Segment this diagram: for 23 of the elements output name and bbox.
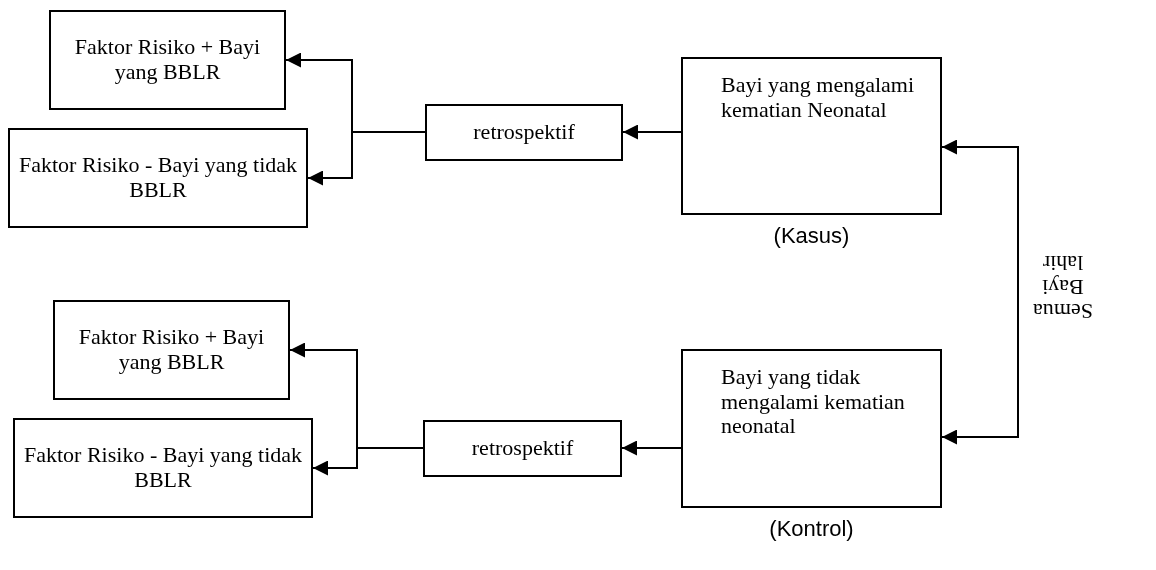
- arrow: [307, 131, 426, 186]
- box-caption: (Kasus): [773, 223, 850, 249]
- process-box: [423, 420, 622, 477]
- process-box: [49, 10, 286, 110]
- process-box: [681, 349, 942, 508]
- box-text: Bayi yang mengalami kematian Neonatal: [721, 73, 916, 123]
- arrow: [312, 447, 424, 476]
- arrow: [941, 139, 1019, 445]
- arrow: [621, 440, 682, 456]
- process-box: [8, 128, 308, 228]
- arrow: [622, 124, 682, 140]
- box-caption: (Kontrol): [769, 516, 854, 542]
- box-text: Faktor Risiko + Bayi yang BBLR: [73, 35, 262, 85]
- process-box: [681, 57, 942, 215]
- box-text: Faktor Risiko - Bayi yang tidak BBLR: [18, 153, 298, 203]
- process-box: [13, 418, 313, 518]
- box-text: retrospektif: [470, 436, 575, 461]
- process-box: [425, 104, 623, 161]
- box-text: Bayi yang tidak mengalami kematian neonatal: [721, 365, 906, 439]
- box-text: Faktor Risiko + Bayi yang BBLR: [77, 325, 266, 375]
- box-text: retrospektif: [472, 120, 576, 145]
- box-text: Faktor Risiko - Bayi yang tidak BBLR: [23, 443, 303, 493]
- process-box: [53, 300, 290, 400]
